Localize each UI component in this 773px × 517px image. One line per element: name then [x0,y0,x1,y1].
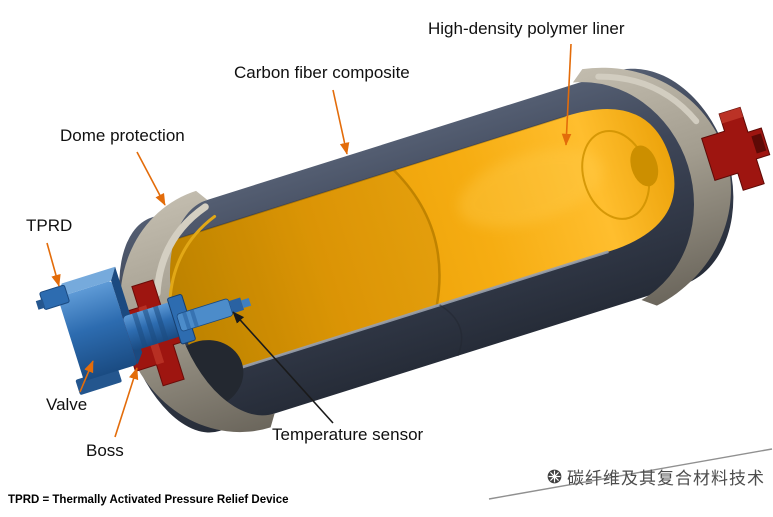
stem-rib [132,312,148,349]
cut-edge-bottom [207,250,609,380]
label-temperature-sensor: Temperature sensor [272,425,424,444]
shell-seam [439,304,463,357]
dome-right-cut-face [595,73,700,125]
label-valve: Valve [46,395,88,414]
liner-boss-opening [630,145,659,187]
label-tprd: TPRD [26,216,73,235]
dome-protection-right [572,67,731,306]
tprd-leader-line [46,242,61,287]
valve-leader-line [79,360,94,393]
sensor-nub [241,297,252,309]
valve-body [58,281,137,381]
tank-group [35,67,771,433]
valve-bottom-plate [75,367,122,395]
label-dome-protection: Dome protection [60,126,185,145]
stem-rib [142,308,159,345]
sensor-rib [189,309,199,328]
watermark-slash-line [488,448,773,500]
liner-highlight [458,148,603,228]
watermark-text: 碳纤维及其复合材料技术 [567,469,765,488]
stem-rib [153,305,169,342]
dome-leader-line [136,151,166,206]
boss-right-port [751,133,767,154]
dome-left-cut-face [153,203,209,297]
valve-top-facet [57,266,116,298]
cut-edge-top [164,115,566,244]
watermark: 碳纤维及其复合材料技术 [547,464,765,489]
liner-leader-line [561,43,572,146]
label-polymer-liner: High-density polymer liner [428,19,625,38]
boss-leader-line [114,367,139,438]
label-boss: Boss [86,441,124,460]
tprd-stub [35,299,46,310]
liner-shoulder-seam [393,169,441,307]
composite-leader-line [332,89,350,155]
tprd-footnote: TPRD = Thermally Activated Pressure Reli… [8,494,289,506]
liner-edge-left [168,214,217,297]
sensor-rib [182,311,192,330]
sensor-tip [228,297,245,314]
boss-right-facet [719,107,744,124]
sensor-leader-line [232,311,334,424]
watermark-logo-icon [547,469,562,484]
label-carbon-fiber-composite: Carbon fiber composite [234,63,410,82]
boss-right [701,106,771,191]
